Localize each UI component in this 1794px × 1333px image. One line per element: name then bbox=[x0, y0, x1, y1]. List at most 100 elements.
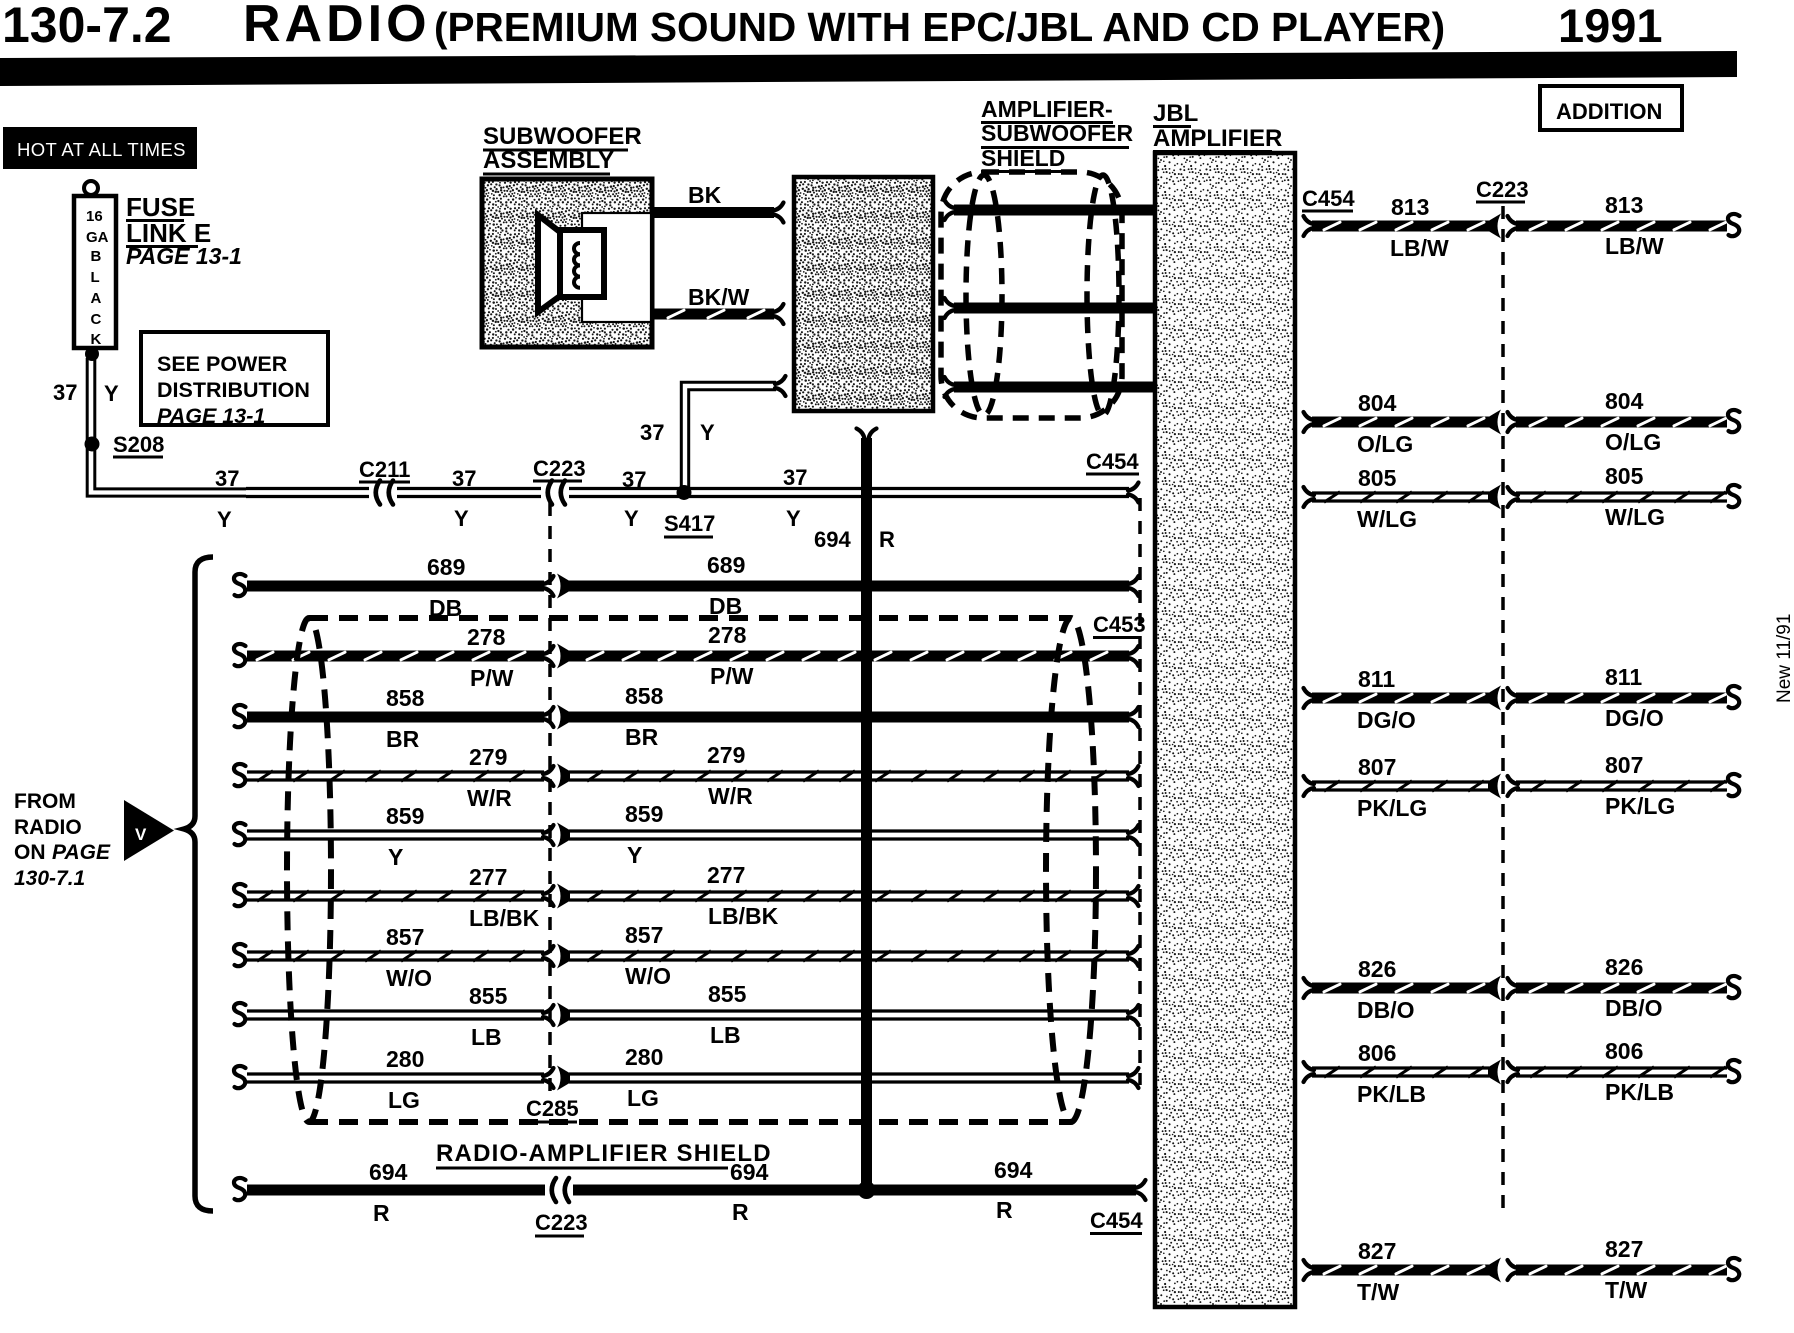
svg-text:16: 16 bbox=[86, 208, 103, 225]
svg-text:827: 827 bbox=[1358, 1238, 1396, 1264]
svg-text:PK/LB: PK/LB bbox=[1605, 1079, 1674, 1105]
svg-text:694: 694 bbox=[994, 1157, 1033, 1183]
svg-text:813: 813 bbox=[1391, 194, 1429, 220]
svg-text:S208: S208 bbox=[113, 432, 164, 457]
svg-text:P/W: P/W bbox=[470, 665, 514, 691]
svg-text:W/LG: W/LG bbox=[1357, 506, 1417, 532]
svg-text:811: 811 bbox=[1358, 666, 1395, 692]
svg-text:805: 805 bbox=[1358, 465, 1397, 491]
svg-text:P/W: P/W bbox=[710, 663, 754, 689]
svg-text:BK/W: BK/W bbox=[688, 284, 750, 310]
svg-text:811: 811 bbox=[1605, 664, 1642, 690]
svg-text:C: C bbox=[91, 311, 102, 328]
svg-text:C223: C223 bbox=[533, 456, 586, 481]
svg-text:130-7.1: 130-7.1 bbox=[14, 867, 85, 890]
svg-text:PAGE 13-1: PAGE 13-1 bbox=[126, 243, 242, 269]
svg-text:806: 806 bbox=[1605, 1038, 1643, 1064]
svg-text:W/R: W/R bbox=[708, 783, 753, 809]
svg-text:DB: DB bbox=[709, 593, 742, 619]
svg-text:FUSE: FUSE bbox=[126, 192, 195, 222]
svg-text:805: 805 bbox=[1605, 463, 1644, 489]
svg-text:857: 857 bbox=[386, 924, 424, 950]
svg-text:694: 694 bbox=[369, 1159, 408, 1185]
svg-text:C453: C453 bbox=[1093, 612, 1146, 637]
svg-text:FROM: FROM bbox=[14, 790, 76, 813]
svg-text:PK/LG: PK/LG bbox=[1605, 793, 1675, 819]
svg-text:804: 804 bbox=[1605, 388, 1644, 414]
svg-text:LG: LG bbox=[627, 1085, 659, 1111]
svg-text:Y: Y bbox=[454, 506, 469, 531]
svg-text:W/O: W/O bbox=[386, 965, 432, 991]
svg-text:806: 806 bbox=[1358, 1040, 1396, 1066]
svg-text:PK/LG: PK/LG bbox=[1357, 795, 1427, 821]
svg-text:SHIELD: SHIELD bbox=[981, 145, 1065, 171]
svg-text:L: L bbox=[91, 269, 100, 286]
svg-text:C454: C454 bbox=[1090, 1208, 1143, 1233]
svg-text:280: 280 bbox=[625, 1044, 663, 1070]
svg-text:A: A bbox=[91, 290, 102, 307]
svg-text:LB/W: LB/W bbox=[1390, 235, 1449, 261]
svg-text:K: K bbox=[91, 331, 102, 348]
svg-text:W/O: W/O bbox=[625, 963, 671, 989]
svg-text:278: 278 bbox=[467, 624, 506, 650]
svg-text:RADIO: RADIO bbox=[243, 0, 431, 53]
svg-text:R: R bbox=[879, 527, 895, 552]
svg-text:BR: BR bbox=[386, 726, 420, 752]
svg-text:37: 37 bbox=[622, 467, 646, 492]
svg-text:BR: BR bbox=[625, 724, 659, 750]
svg-text:279: 279 bbox=[707, 742, 745, 768]
svg-text:689: 689 bbox=[427, 554, 465, 580]
svg-text:T/W: T/W bbox=[1605, 1277, 1647, 1303]
svg-text:RADIO-AMPLIFIER SHIELD: RADIO-AMPLIFIER SHIELD bbox=[436, 1140, 772, 1167]
svg-text:DISTRIBUTION: DISTRIBUTION bbox=[157, 378, 310, 402]
svg-text:804: 804 bbox=[1358, 390, 1397, 416]
svg-text:Y: Y bbox=[700, 420, 715, 445]
svg-text:858: 858 bbox=[386, 685, 425, 711]
svg-text:S417: S417 bbox=[664, 511, 715, 536]
svg-text:855: 855 bbox=[708, 981, 747, 1007]
svg-text:Y: Y bbox=[217, 507, 232, 532]
svg-text:JBL: JBL bbox=[1153, 100, 1198, 127]
svg-text:DB/O: DB/O bbox=[1605, 995, 1663, 1021]
svg-text:C454: C454 bbox=[1302, 186, 1355, 211]
svg-text:Y: Y bbox=[104, 381, 119, 406]
svg-text:C454: C454 bbox=[1086, 449, 1139, 474]
svg-text:SEE POWER: SEE POWER bbox=[157, 352, 288, 376]
svg-text:807: 807 bbox=[1605, 752, 1643, 778]
svg-text:37: 37 bbox=[53, 380, 77, 405]
svg-text:LB: LB bbox=[710, 1022, 741, 1048]
svg-text:PAGE: PAGE bbox=[52, 841, 111, 864]
svg-text:859: 859 bbox=[625, 801, 663, 827]
svg-text:New 11/91: New 11/91 bbox=[1774, 614, 1794, 703]
svg-text:LB/BK: LB/BK bbox=[469, 905, 540, 931]
svg-text:PK/LB: PK/LB bbox=[1357, 1081, 1426, 1107]
svg-text:W/LG: W/LG bbox=[1605, 504, 1665, 530]
svg-text:SUBWOOFER: SUBWOOFER bbox=[981, 120, 1133, 146]
svg-text:C285: C285 bbox=[526, 1096, 579, 1121]
svg-text:857: 857 bbox=[625, 922, 663, 948]
svg-text:827: 827 bbox=[1605, 1236, 1643, 1262]
svg-text:DG/O: DG/O bbox=[1357, 707, 1416, 733]
svg-text:855: 855 bbox=[469, 983, 508, 1009]
svg-text:ASSEMBLY: ASSEMBLY bbox=[483, 147, 614, 174]
svg-text:LINK E: LINK E bbox=[126, 218, 211, 248]
svg-text:Y: Y bbox=[786, 506, 801, 531]
svg-text:PAGE 13-1: PAGE 13-1 bbox=[157, 404, 265, 428]
svg-text:ADDITION: ADDITION bbox=[1556, 99, 1662, 124]
svg-text:O/LG: O/LG bbox=[1605, 429, 1661, 455]
svg-text:Y: Y bbox=[388, 844, 403, 870]
svg-text:LB/W: LB/W bbox=[1605, 233, 1664, 259]
svg-text:AMPLIFIER: AMPLIFIER bbox=[1153, 125, 1282, 152]
svg-text:689: 689 bbox=[707, 552, 745, 578]
svg-text:B: B bbox=[91, 248, 102, 265]
svg-text:T/W: T/W bbox=[1357, 1279, 1399, 1305]
svg-text:V: V bbox=[135, 825, 147, 844]
svg-text:826: 826 bbox=[1605, 954, 1643, 980]
svg-text:694: 694 bbox=[730, 1159, 769, 1185]
svg-text:C223: C223 bbox=[1476, 177, 1529, 202]
svg-text:AMPLIFIER-: AMPLIFIER- bbox=[981, 96, 1113, 122]
svg-text:694: 694 bbox=[814, 527, 851, 552]
svg-text:807: 807 bbox=[1358, 754, 1396, 780]
svg-text:37: 37 bbox=[452, 466, 476, 491]
svg-text:859: 859 bbox=[386, 803, 424, 829]
